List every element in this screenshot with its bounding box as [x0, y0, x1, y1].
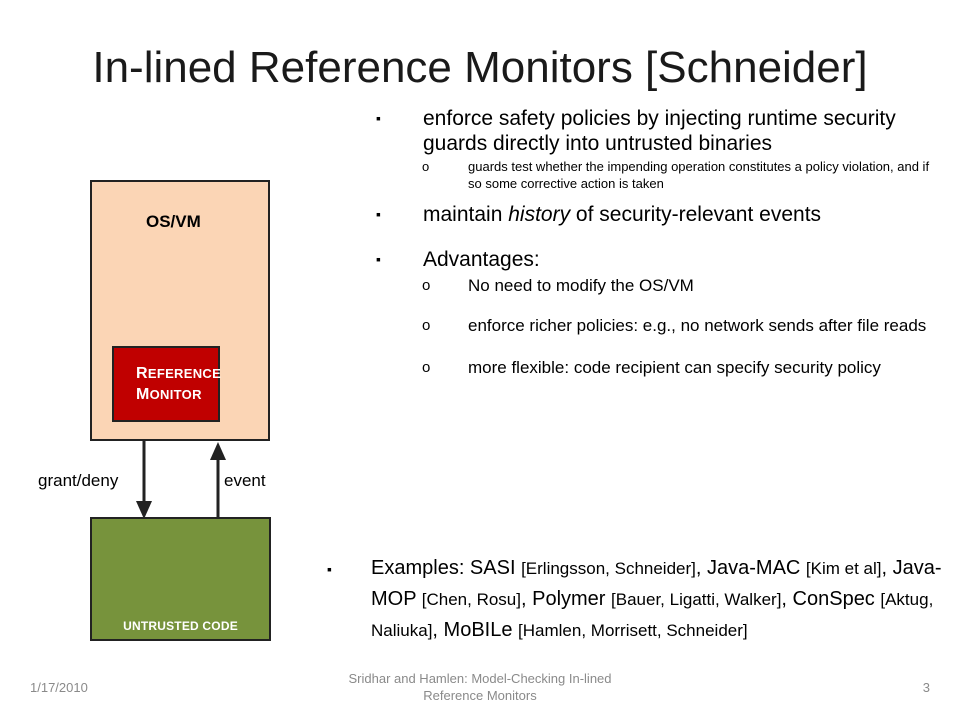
- reference-monitor-box: REFERENCE MONITOR: [112, 346, 221, 422]
- bullet-text: enforce safety policies by injecting run…: [423, 107, 896, 155]
- rm-word: ONITOR: [149, 387, 202, 402]
- examples-bullet: ▪ Examples: SASI [Erlingsson, Schneider]…: [327, 553, 960, 646]
- bullet-text-pre: maintain: [423, 203, 509, 226]
- bullet-square-icon: ▪: [376, 110, 381, 126]
- citation: [Chen, Rosu]: [421, 590, 521, 609]
- sub-bullet-no-modify: o No need to modify the OS/VM: [372, 275, 932, 296]
- sub-bullet-text: enforce richer policies: e.g., no networ…: [468, 316, 927, 335]
- footer-title: Sridhar and Hamlen: Model-Checking In-li…: [348, 671, 612, 703]
- grant-deny-arrowhead-icon: [136, 501, 152, 519]
- sub-bullet-icon: o: [422, 277, 431, 294]
- examples-text: , ConSpec: [781, 588, 881, 610]
- event-label: event: [224, 471, 266, 490]
- bullet-square-icon: ▪: [376, 251, 381, 267]
- slide-title: In-lined Reference Monitors [Schneider]: [92, 43, 868, 92]
- reference-monitor-label: REFERENCE MONITOR: [136, 363, 221, 405]
- rm-letter: M: [136, 386, 150, 403]
- os-vm-label: OS/VM: [146, 212, 201, 231]
- sub-bullet-text: guards test whether the impending operat…: [468, 159, 930, 191]
- rm-word: EFERENCE: [147, 366, 222, 381]
- event-arrowhead-icon: [210, 442, 226, 460]
- sub-bullet-flexible: o more flexible: code recipient can spec…: [372, 356, 932, 380]
- bullet-square-icon: ▪: [327, 561, 332, 577]
- citation: [Aktug, Naliuka]: [371, 590, 934, 640]
- footer-date: 1/17/2010: [30, 680, 88, 695]
- citation: [Kim et al]: [805, 559, 882, 578]
- bullet-list: ▪ enforce safety policies by injecting r…: [372, 106, 932, 380]
- grant-deny-label: grant/deny: [38, 471, 119, 490]
- bullet-text-post: of security-relevant events: [570, 203, 822, 226]
- examples-text: , Java-MOP: [371, 557, 942, 610]
- untrusted-code-box: UNTRUSTED CODE: [90, 517, 271, 641]
- rm-letter: R: [136, 365, 148, 382]
- sub-bullet-richer: o enforce richer policies: e.g., no netw…: [372, 314, 932, 338]
- bullet-inject: ▪ enforce safety policies by injecting r…: [372, 106, 932, 156]
- bullet-advantages: ▪ Advantages:: [372, 247, 932, 272]
- sub-bullet-icon: o: [422, 317, 431, 334]
- bullet-square-icon: ▪: [376, 206, 381, 222]
- sub-bullet-guards: o guards test whether the impending oper…: [372, 158, 932, 192]
- examples-text: , Polymer: [521, 588, 612, 610]
- examples-lead: Examples: SASI: [371, 557, 522, 579]
- citation: [Hamlen, Morrisett, Schneider]: [518, 621, 748, 640]
- citation: [Bauer, Ligatti, Walker]: [611, 590, 782, 609]
- bullet-text: Advantages:: [423, 248, 540, 271]
- citation: [Erlingsson, Schneider]: [521, 559, 696, 578]
- sub-bullet-icon: o: [422, 159, 430, 174]
- sub-bullet-text: No need to modify the OS/VM: [468, 276, 694, 295]
- sub-bullet-icon: o: [422, 359, 431, 376]
- slide-number: 3: [922, 680, 930, 695]
- bullet-text-emphasis: history: [508, 203, 571, 226]
- examples-text: , Java-MAC: [695, 557, 806, 579]
- bullet-history: ▪ maintain history of security-relevant …: [372, 202, 932, 227]
- examples-text: , MoBILe: [432, 619, 519, 641]
- sub-bullet-text: more flexible: code recipient can specif…: [468, 358, 881, 377]
- untrusted-code-label: UNTRUSTED CODE: [123, 619, 238, 633]
